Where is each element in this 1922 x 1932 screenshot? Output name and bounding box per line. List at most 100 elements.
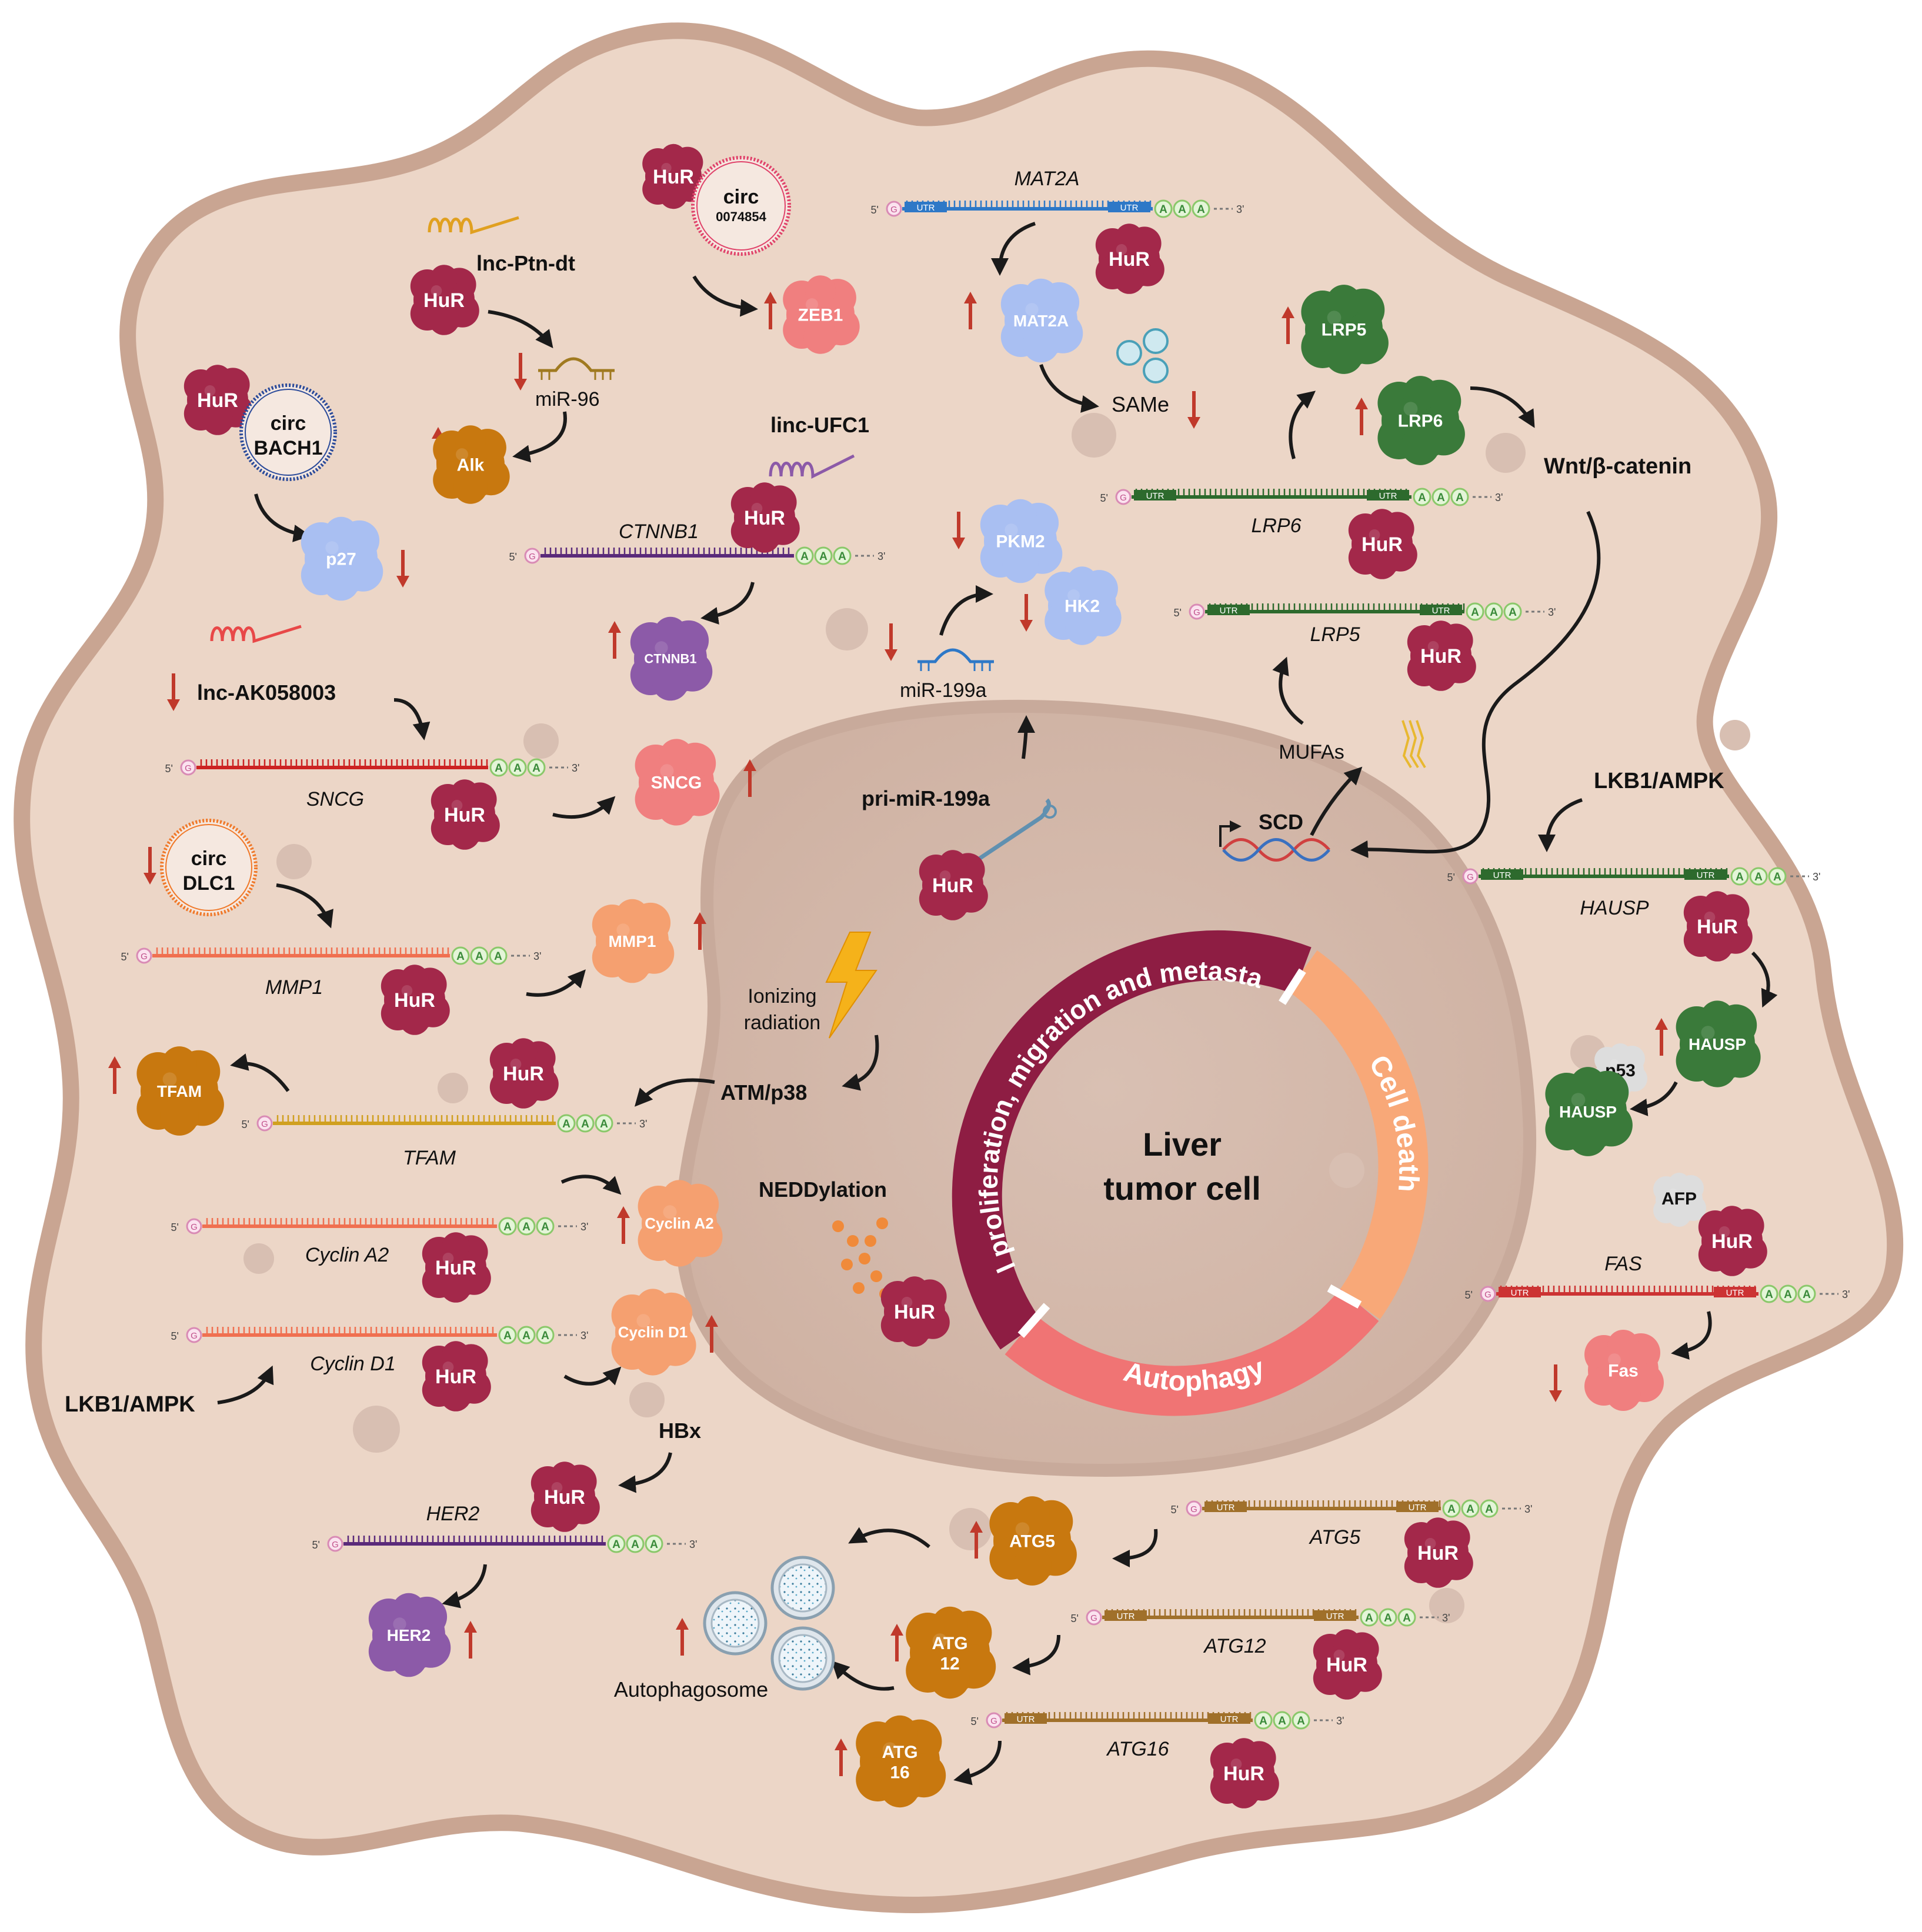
atg16-mrna-cap: G bbox=[990, 1716, 997, 1726]
atg5-mrna-polyA-1: A bbox=[1466, 1503, 1474, 1516]
her2-mrna-cap: G bbox=[332, 1540, 339, 1550]
hausp-p53-complex: HAUSP bbox=[1545, 1067, 1633, 1156]
atg16-mrna-three-prime: 3' bbox=[1336, 1715, 1344, 1727]
mufas-label: MUFAs bbox=[1279, 741, 1344, 763]
atg16-mrna-five-prime: 5' bbox=[971, 1716, 979, 1727]
hur-mat2a: HuR bbox=[1095, 223, 1164, 294]
autophagosome-label: Autophagosome bbox=[614, 1677, 768, 1701]
atg5-protein: ATG5 bbox=[989, 1496, 1077, 1586]
cyclina2-mrna-polyA-1: A bbox=[522, 1221, 530, 1233]
mmp1-up-arrow-icon bbox=[693, 912, 706, 950]
p27-down-arrow-icon bbox=[396, 550, 409, 588]
autophagosome-up-arrow-icon bbox=[676, 1618, 689, 1656]
arrow-hausp-to-complex bbox=[1630, 1081, 1678, 1116]
lrp5-mrna-utr-0: UTR bbox=[1220, 606, 1238, 616]
hur-circbach1: HuR bbox=[183, 365, 253, 435]
alk-protein-label: Alk bbox=[457, 456, 485, 475]
hur-circ0074854-label: HuR bbox=[653, 166, 694, 188]
sncg-mrna-polyA-0: A bbox=[495, 762, 503, 775]
cyclind1-mrna-five-prime: 5' bbox=[171, 1330, 179, 1342]
tfam-mrna-polyA-2: A bbox=[600, 1118, 608, 1130]
hur-lrp5-label: HuR bbox=[1420, 645, 1461, 668]
arrow-mmp1-mrna-to-protein bbox=[526, 969, 586, 997]
hur-lrp6: HuR bbox=[1348, 509, 1417, 579]
lrp6-protein: LRP6 bbox=[1377, 376, 1465, 465]
lrp5-protein: LRP5 bbox=[1301, 285, 1389, 374]
pkm2-down-arrow-icon bbox=[952, 512, 965, 549]
hausp-mrna-utr-0: UTR bbox=[1493, 870, 1511, 880]
fas-mrna-three-prime: 3' bbox=[1842, 1289, 1850, 1300]
circrna-bach1-label-1: circ bbox=[271, 412, 306, 435]
ctnnb1-mrna-five-prime: 5' bbox=[509, 551, 517, 563]
zeb1-protein-label: ZEB1 bbox=[798, 306, 843, 325]
arrow-atg12-to-autophagosome bbox=[831, 1660, 895, 1691]
atg5-mrna-cap: G bbox=[1190, 1504, 1197, 1514]
arrow-hausp-mrna-to-protein bbox=[1751, 951, 1778, 1008]
arrow-sncg-mrna-to-protein bbox=[552, 796, 616, 819]
atg5-protein-label: ATG5 bbox=[1009, 1532, 1055, 1551]
atg12-mrna-polyA-0: A bbox=[1365, 1612, 1373, 1624]
arrow-mir199a-to-pkm2 bbox=[939, 585, 993, 636]
zeb1-protein: ZEB1 bbox=[783, 275, 860, 354]
atg16-mrna-polyA-1: A bbox=[1278, 1715, 1286, 1727]
hausp-up-arrow-icon bbox=[1655, 1018, 1668, 1056]
pri-mir199a-label: pri-miR-199a bbox=[862, 786, 990, 810]
mir199a-down-arrow-icon bbox=[885, 623, 897, 661]
cyclind1-up-arrow-icon bbox=[705, 1315, 718, 1353]
tfam-gene-label: TFAM bbox=[403, 1147, 456, 1169]
atg12-mrna-cap: G bbox=[1090, 1613, 1097, 1623]
hausp-p53-complex-label: HAUSP bbox=[1559, 1103, 1617, 1121]
sncg-gene-label: SNCG bbox=[306, 788, 364, 810]
lrp5-mrna-five-prime: 5' bbox=[1174, 607, 1182, 619]
ctnnb1-mrna-cap: G bbox=[529, 552, 536, 562]
mat2a-mrna-polyA-1: A bbox=[1178, 203, 1186, 216]
arrow-lnc-ak-to-sncg bbox=[393, 698, 431, 740]
center-title-line1: Liver bbox=[1143, 1126, 1222, 1163]
sncg-protein-label: SNCG bbox=[651, 773, 702, 793]
tfam-mrna-cap: G bbox=[261, 1119, 268, 1129]
hur-neddylation-label: HuR bbox=[894, 1301, 935, 1323]
hausp-mrna-polyA-2: A bbox=[1773, 871, 1781, 883]
hur-her2: HuR bbox=[530, 1461, 600, 1532]
hausp-mrna-five-prime: 5' bbox=[1447, 872, 1455, 883]
tfam-mrna-polyA-0: A bbox=[562, 1118, 570, 1130]
arrow-cyclind1-mrna-to-protein bbox=[563, 1366, 622, 1386]
mat2a-gene-label: MAT2A bbox=[1015, 168, 1080, 190]
cyclina2-gene-label: Cyclin A2 bbox=[305, 1244, 389, 1266]
lrp6-mrna-five-prime: 5' bbox=[1100, 492, 1108, 504]
atg12-protein-label-2: 12 bbox=[940, 1654, 959, 1674]
p27-protein-label: p27 bbox=[326, 550, 356, 569]
mmp1-mrna-polyA-0: A bbox=[456, 950, 465, 963]
atg16-mrna-polyA-2: A bbox=[1297, 1715, 1305, 1727]
hur-sncg-label: HuR bbox=[444, 804, 485, 826]
arrow-cyclina2-mrna-to-protein bbox=[560, 1174, 622, 1195]
lnc-ak058003-icon bbox=[210, 625, 302, 643]
atg16-up-arrow-icon bbox=[835, 1739, 847, 1776]
hur-circ0074854: HuR bbox=[642, 144, 706, 209]
lrp6-mrna-polyA-1: A bbox=[1437, 492, 1445, 504]
arrow-radiation-to-atm bbox=[842, 1035, 879, 1091]
arrow-circdlc1-to-mmp1 bbox=[276, 883, 333, 929]
her2-mrna-polyA-1: A bbox=[631, 1539, 639, 1551]
tfam-up-arrow-icon bbox=[108, 1056, 121, 1094]
her2-mrna-polyA-2: A bbox=[650, 1539, 658, 1551]
fas-mrna-utr-1: UTR bbox=[1726, 1288, 1744, 1298]
cyclind1-protein: Cyclin D1 bbox=[611, 1289, 696, 1376]
atg16-protein: ATG16 bbox=[856, 1715, 946, 1808]
hur-cyclina2: HuR bbox=[422, 1232, 491, 1303]
atg5-gene-label: ATG5 bbox=[1309, 1526, 1360, 1549]
mir199a-label: miR-199a bbox=[900, 679, 986, 702]
organelles bbox=[243, 413, 1750, 1623]
arrow-circ-to-zeb1 bbox=[692, 275, 758, 317]
tfam-mrna-polyA-1: A bbox=[581, 1118, 589, 1130]
lkb1-ampk-left-label: LKB1/AMPK bbox=[65, 1392, 195, 1417]
